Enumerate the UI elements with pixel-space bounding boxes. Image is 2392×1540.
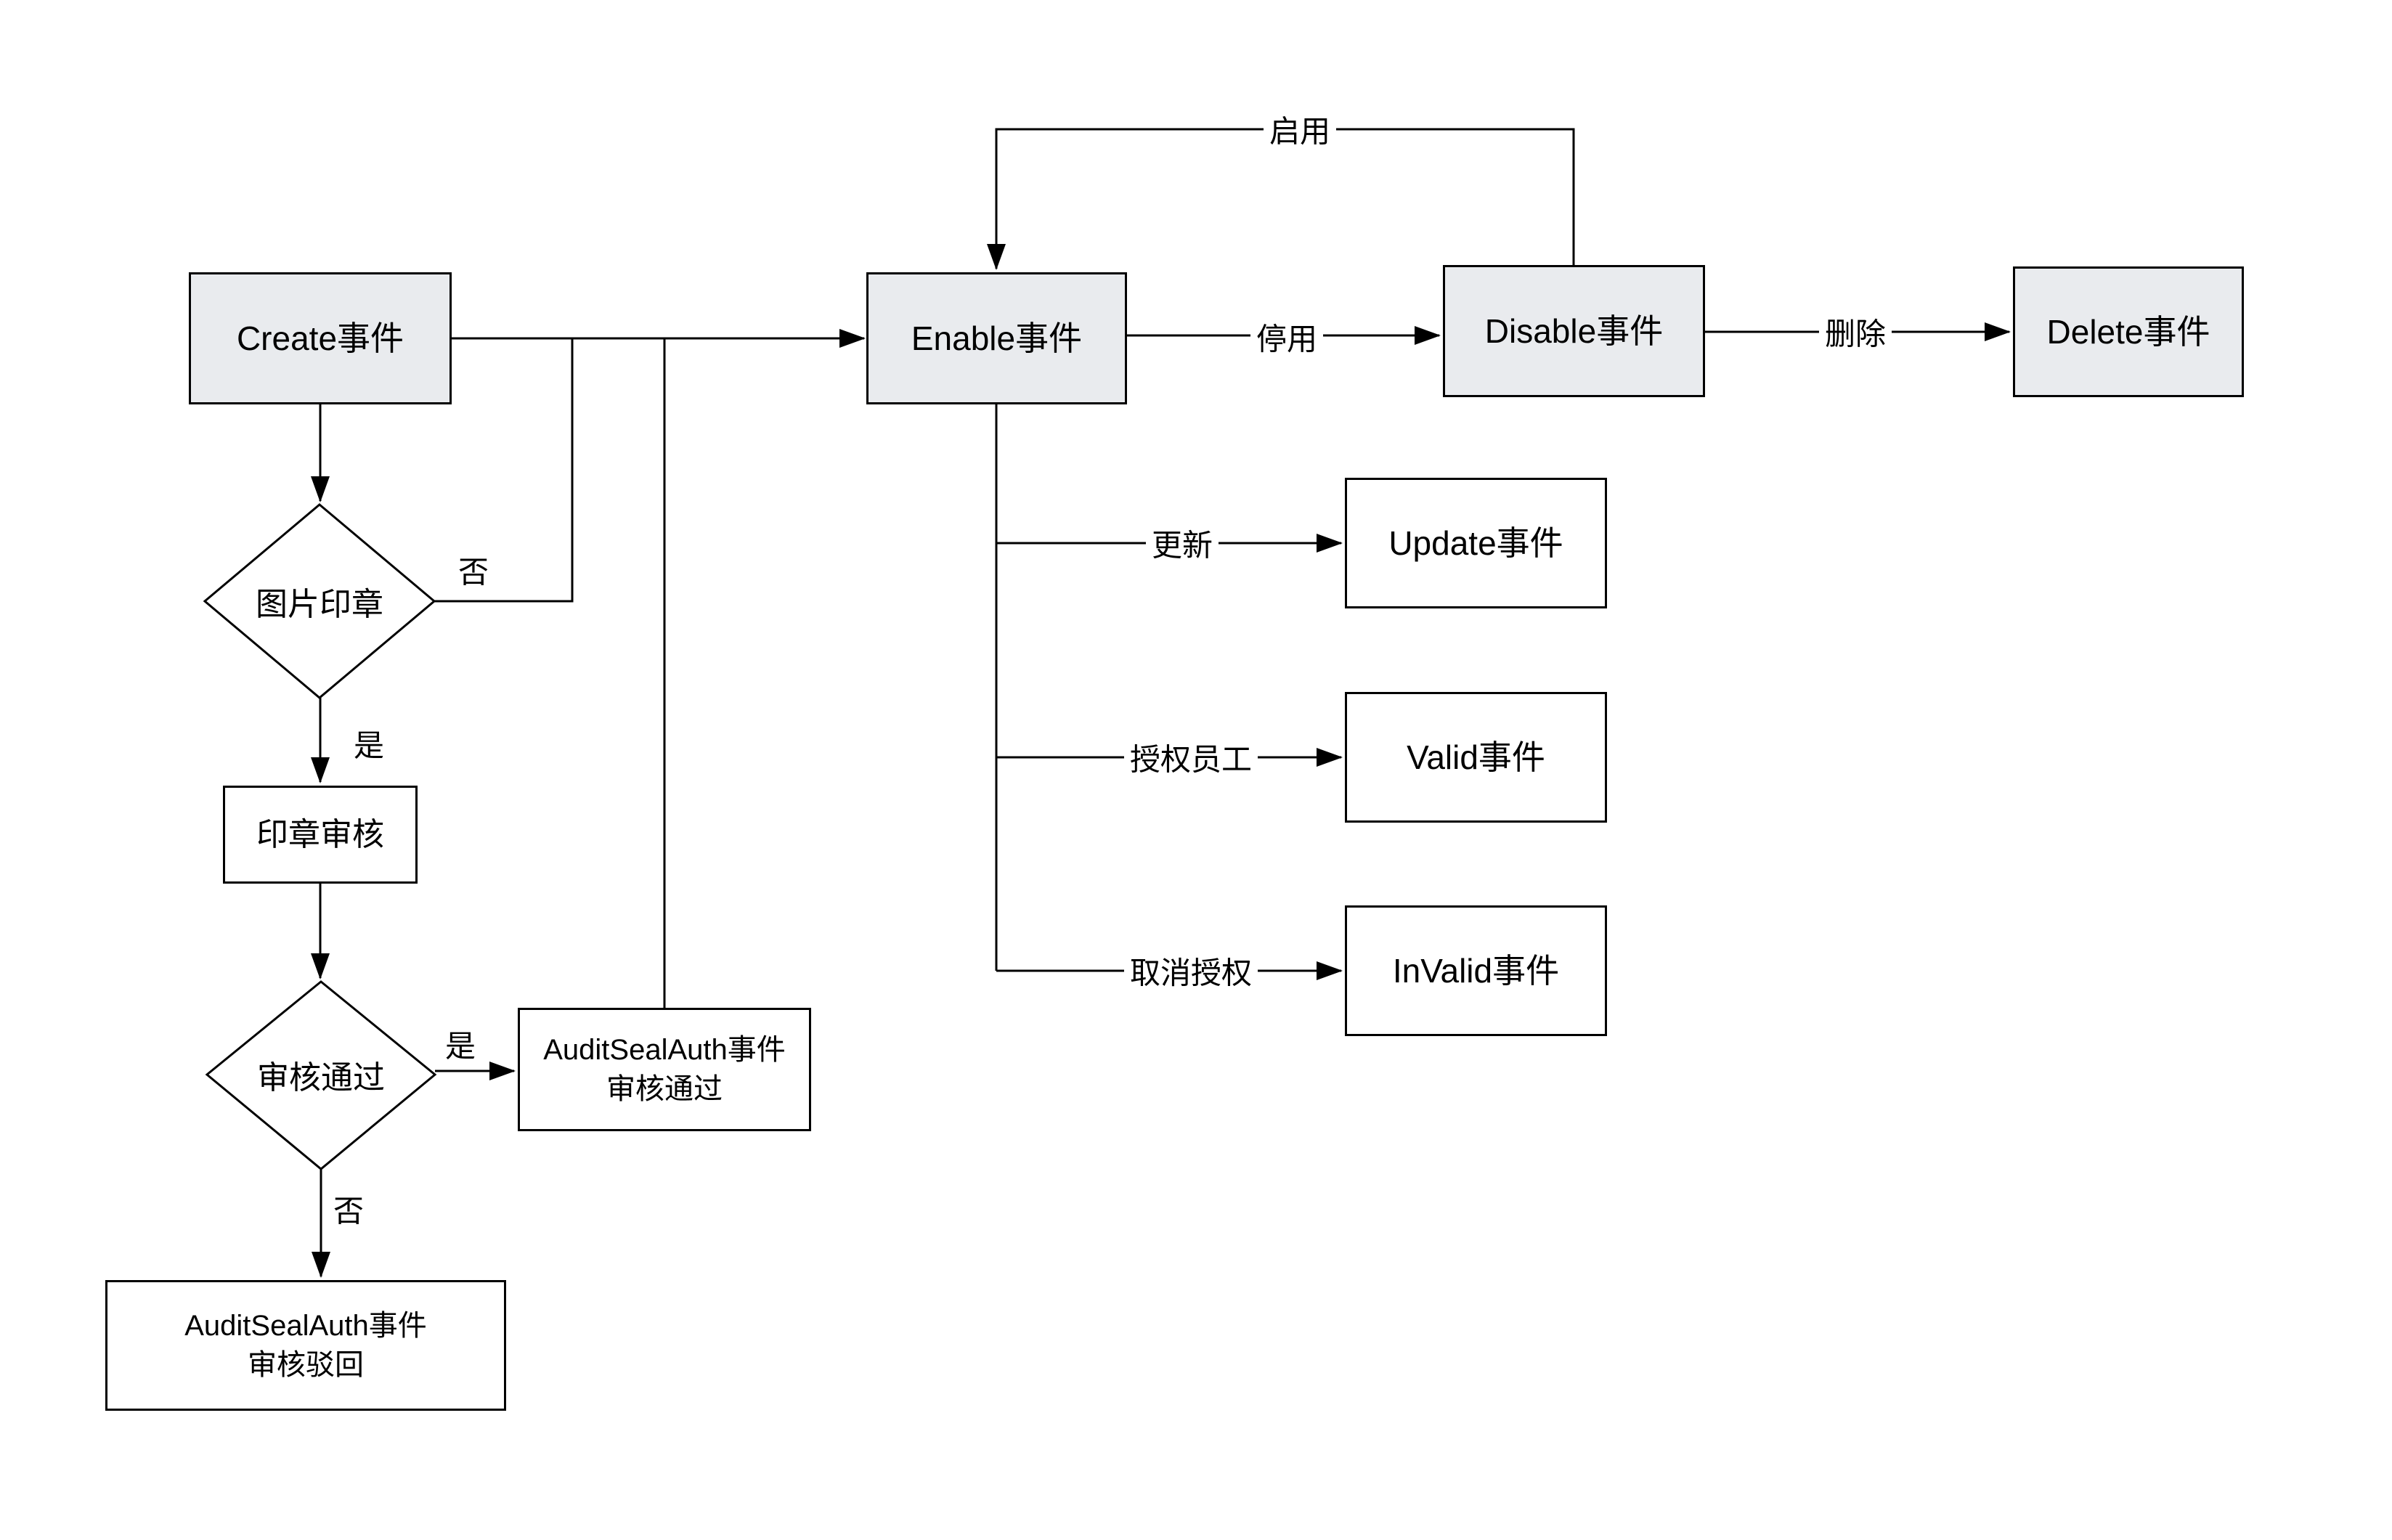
edge-label-no-image-seal: 否: [452, 546, 495, 594]
edge-image-seal-no-branch: [434, 338, 574, 603]
node-create-event: Create事件: [189, 272, 452, 404]
node-valid-event: Valid事件: [1345, 692, 1607, 823]
node-audit-seal-auth-pass: AuditSealAuth事件 审核通过: [518, 1008, 811, 1131]
edge-label-yes-image-seal: 是: [347, 720, 391, 767]
edge-label-deauthorize: 取消授权: [1123, 947, 1258, 995]
node-delete-event: Delete事件: [2013, 266, 2244, 397]
node-seal-audit: 印章审核: [223, 786, 418, 884]
node-enable-event: Enable事件: [866, 272, 1127, 404]
edge-label-delete-action: 删除: [1818, 308, 1892, 356]
decision-audit-passed-label: 审核通过: [257, 1060, 385, 1096]
edge-label-no-audit: 否: [327, 1185, 370, 1233]
edge-label-update-action: 更新: [1145, 519, 1219, 567]
edge-label-authorize: 授权员工: [1123, 733, 1258, 781]
decision-image-seal-label: 图片印章: [256, 587, 383, 622]
node-update-event: Update事件: [1345, 478, 1607, 608]
edge-label-yes-audit: 是: [439, 1020, 482, 1068]
edge-label-disable-action: 停用: [1250, 313, 1324, 361]
node-invalid-event: InValid事件: [1345, 905, 1607, 1036]
node-disable-event: Disable事件: [1443, 265, 1705, 397]
edge-label-enable-loop: 启用: [1263, 105, 1337, 153]
node-audit-seal-auth-reject: AuditSealAuth事件 审核驳回: [105, 1280, 506, 1411]
